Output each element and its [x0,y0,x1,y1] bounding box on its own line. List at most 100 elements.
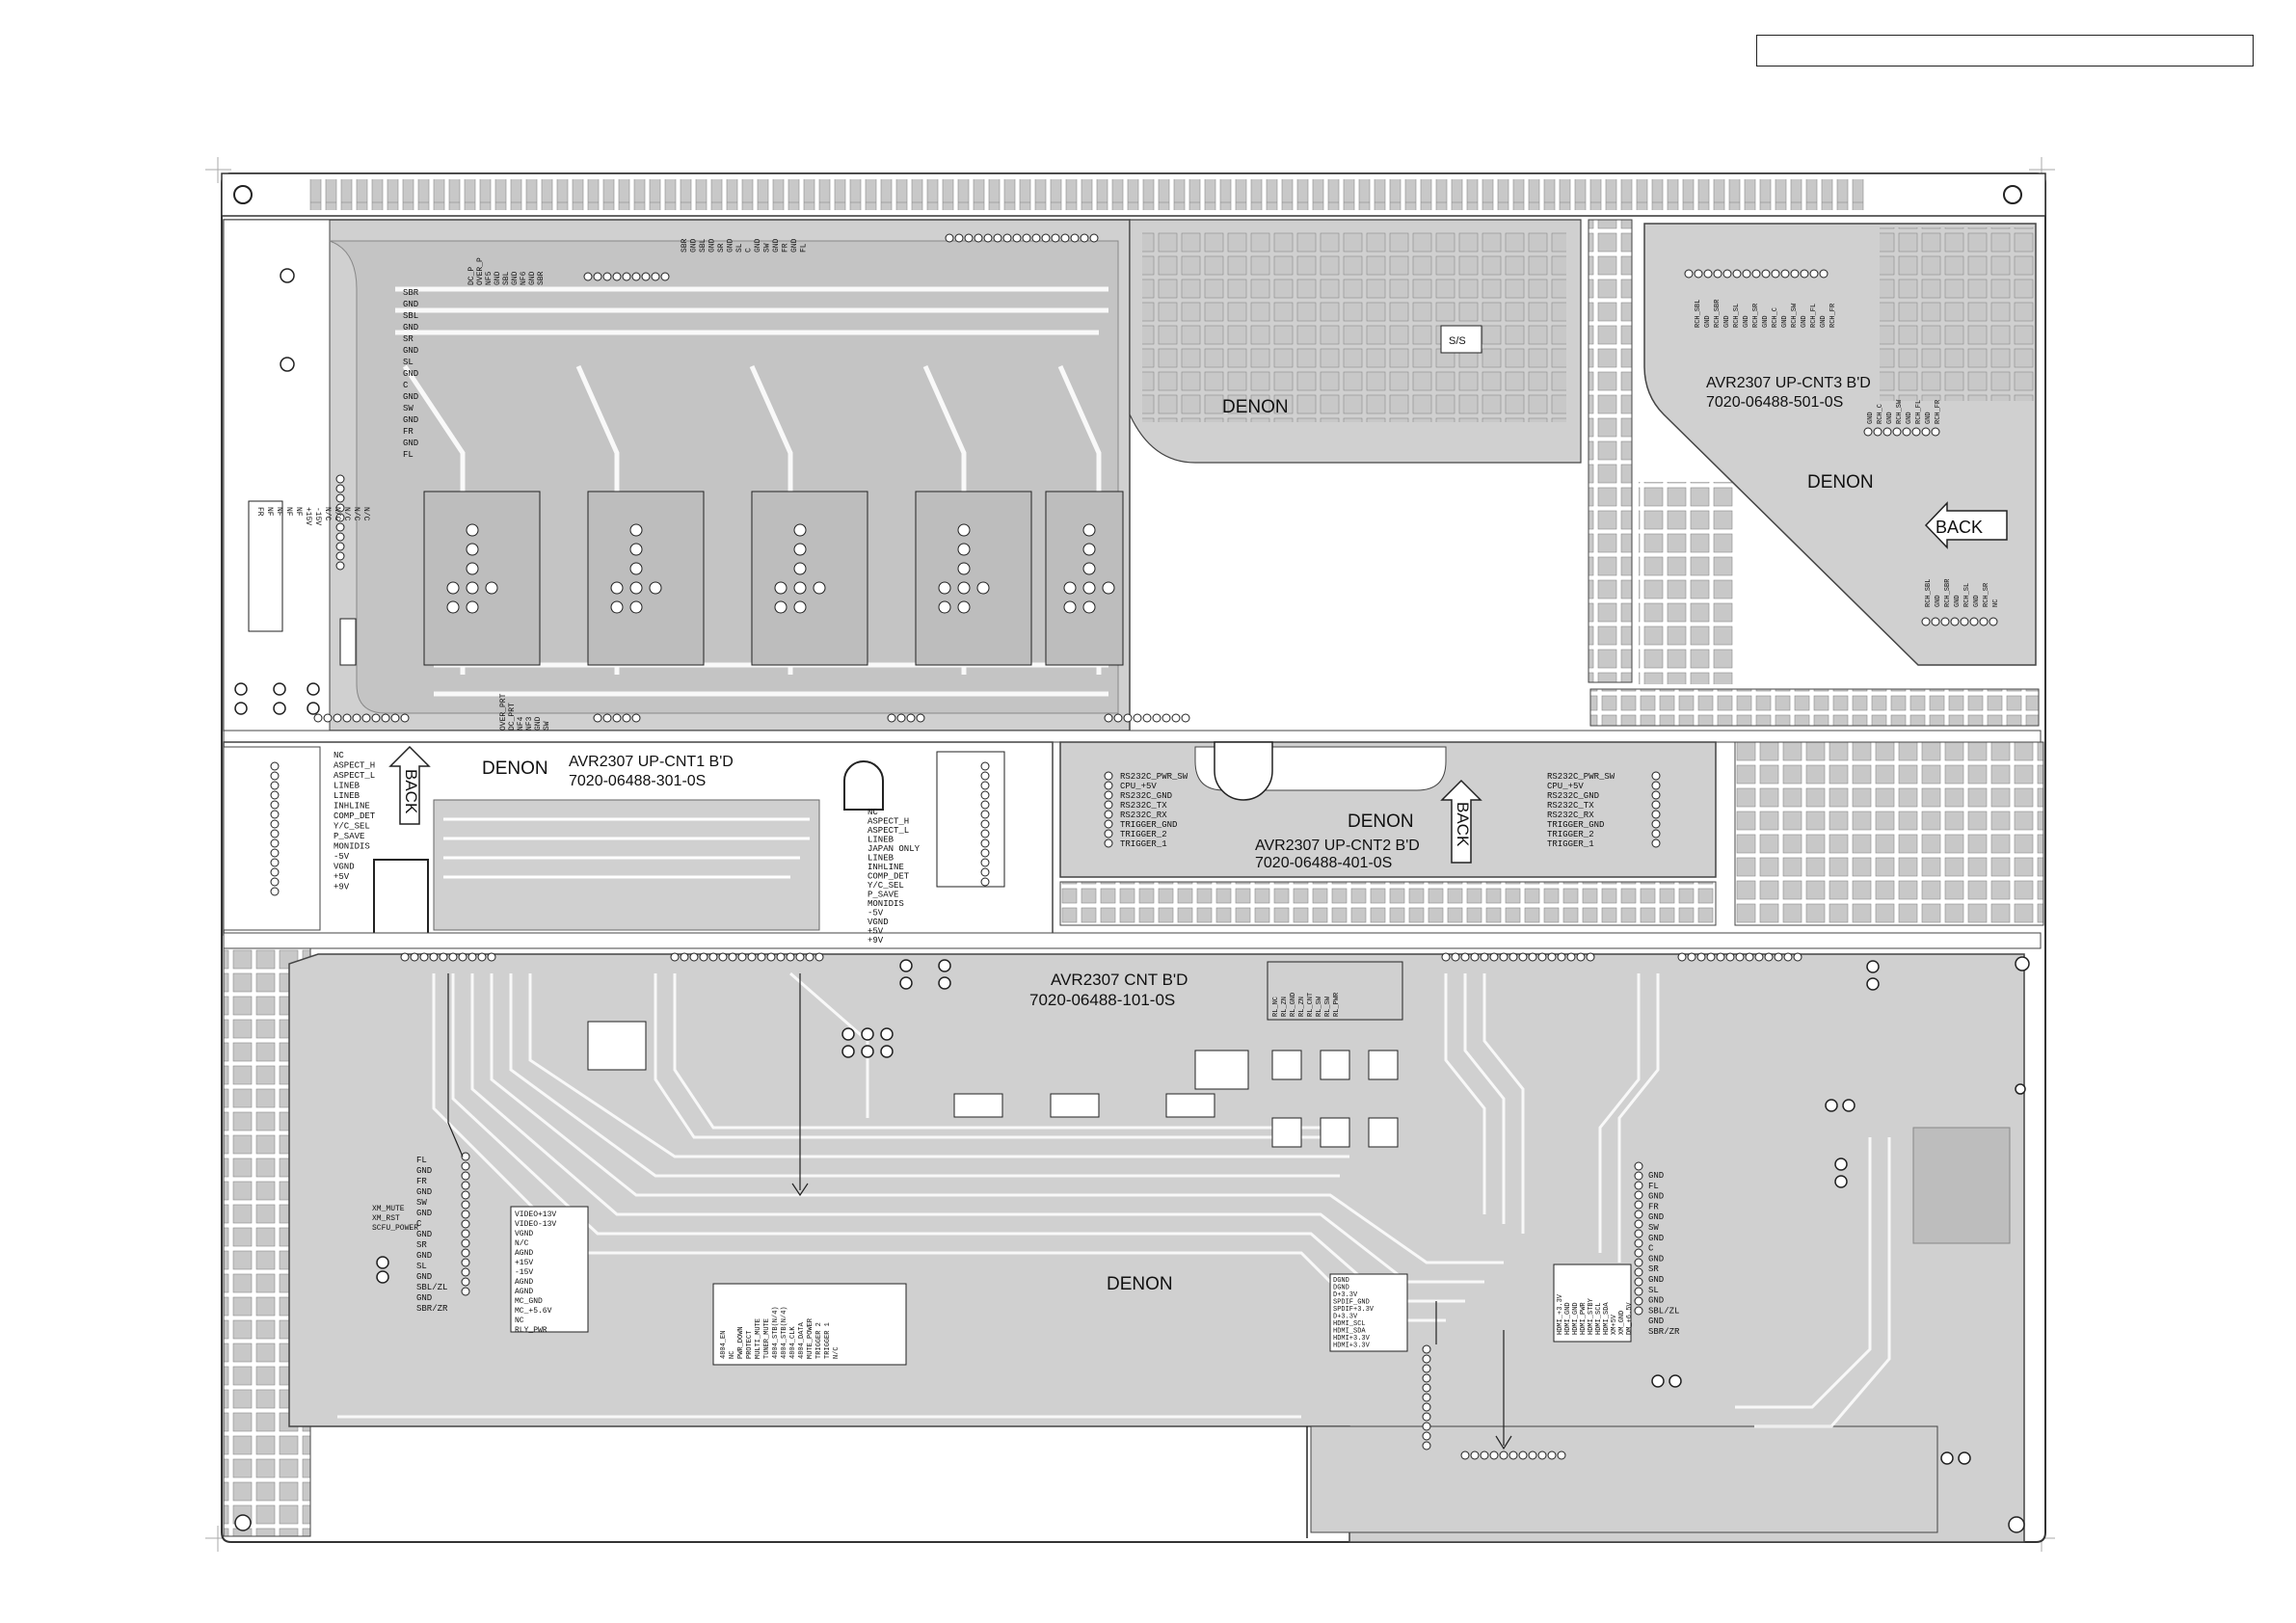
cnt-brand: DENON [1107,1274,1173,1294]
pin-label: GND [1704,315,1712,328]
cnt1-clip [843,760,884,811]
cnt3-back: BACK [1936,518,1983,537]
pin-label: +9V [334,883,350,892]
pin-label: -5V [334,852,350,862]
pin-label: SL [403,358,414,367]
ss-box [1440,325,1482,354]
pin-label: RCH_SR [1983,582,1990,607]
cnt2-notch [1214,741,1273,801]
pin-label: HDMI_PWR [1580,1302,1588,1335]
pin-label: GND [416,1187,432,1197]
pin-label: TRIGGER 1 [824,1322,832,1359]
pin-label: NF [294,507,303,517]
pin-label: GND [1935,595,1942,607]
pin-label: MC_+5.6V [515,1307,552,1316]
pin-label: +5V [334,872,350,882]
connector-cnt-top-left [400,952,496,962]
pin-label: N/C [352,507,360,521]
pin-label: GND [1954,595,1962,607]
pin-label: XM_MUTE [372,1205,405,1213]
pin-label: RL_GND [1290,993,1297,1017]
pin-label: OVER_PRT [499,693,508,731]
pin-label: TRIGGER_GND [1547,820,1604,830]
pin-label: SBL [502,271,511,285]
pin-label: SBL/ZL [416,1283,447,1292]
pin-label: SBL/ZL [1648,1306,1679,1316]
pin-label: SL [1648,1286,1659,1295]
pin-label: +9V [868,936,884,945]
ic [1320,1050,1350,1080]
pin-label: +15V [515,1259,533,1267]
pin-label: HDMI_STBY [1588,1297,1595,1335]
pin-label: SR [416,1240,427,1250]
pin-label: GND [1925,412,1933,424]
connector-cnt-top-right [1441,952,1595,962]
pin-label: RCH_SW [1791,303,1799,328]
pin-label: VGND [334,863,355,872]
cnt1-part: 7020-06488-301-0S [569,773,706,789]
pin-label: AGND [515,1278,533,1287]
top-brand: DENON [1222,397,1289,417]
pin-label: NF6 [520,271,528,285]
pin-label: SPDIF+3.3V [1333,1306,1375,1314]
pin-label: RS232C_PWR_SW [1120,772,1188,782]
pin-label: RS232C_TX [1120,801,1167,811]
connector-left-vertical [335,474,345,571]
pin-label: LINEB [868,854,894,864]
pin-label: GND [1886,412,1894,424]
pin-label: GND [416,1272,432,1282]
pins-cnt2-right: RS232C_PWR_SWCPU_+5VRS232C_GNDRS232C_TXR… [1547,772,1615,849]
pin-label: TRIGGER_1 [1120,839,1167,849]
pin-label: HDMI_SCL [1595,1302,1603,1335]
ic [1271,1117,1302,1148]
pin-label: FL [403,450,414,460]
pin-label: RCH_SBR [1714,299,1722,328]
pin-label: GND [1820,315,1828,328]
pin-label: SBR/ZR [416,1304,448,1314]
pin-label: Y/C_SEL [334,822,370,832]
top-rail-pads [307,179,1866,210]
top-amp-board [223,219,1190,732]
pin-label: SW [403,404,414,413]
ic [1050,1093,1100,1118]
pin-label: -15V [313,507,322,525]
pin-label: RCH_SR [1752,303,1760,328]
mount-hole [233,185,253,204]
pin-label: C [403,381,409,390]
pin-label: VIDEO-13V [515,1220,556,1229]
pin-label: FL [1648,1182,1659,1191]
pin-label: ASPECT_L [868,826,909,836]
pin-label: N/C [342,507,351,521]
pin-label: GND [1762,315,1770,328]
cnt3-part: 7020-06488-501-0S [1706,394,1843,411]
pin-label: GND [403,415,418,425]
pin-label: TUNER_MUTE [763,1318,771,1359]
pin-label: NF5 [485,271,494,285]
pin-label: GND [790,238,799,253]
pin-label: C [416,1219,422,1229]
pin-label: XM_GND [1618,1311,1626,1335]
amp-channel-4 [915,491,1032,666]
pin-label: NF3 [525,716,534,731]
connector-cnt-hdmi [1422,1344,1431,1450]
pin-label: RCH_FR [1829,303,1837,328]
mount-holes-top-board [234,268,320,715]
pin-label: HDMI_SDA [1603,1302,1611,1335]
pin-label: GND [1648,1234,1664,1243]
ss-label: S/S [1449,335,1466,347]
pin-label: 4804_STB(N/4) [772,1306,780,1359]
pin-label: GND [1867,412,1875,424]
pin-label: GND [416,1251,432,1261]
pin-label: GND [1648,1275,1664,1285]
pin-label: RS232C_PWR_SW [1547,772,1615,782]
pin-label: HDMI_GND [1572,1302,1580,1335]
rl-block [1267,961,1403,1021]
pin-label: RCH_C [1877,404,1884,424]
left-power-box [510,1206,589,1333]
pin-label: N/C [515,1239,529,1248]
pin-label: DC_PRT [508,703,517,731]
back-arrow-cnt2 [1440,779,1482,864]
pin-label: GND [416,1166,432,1176]
